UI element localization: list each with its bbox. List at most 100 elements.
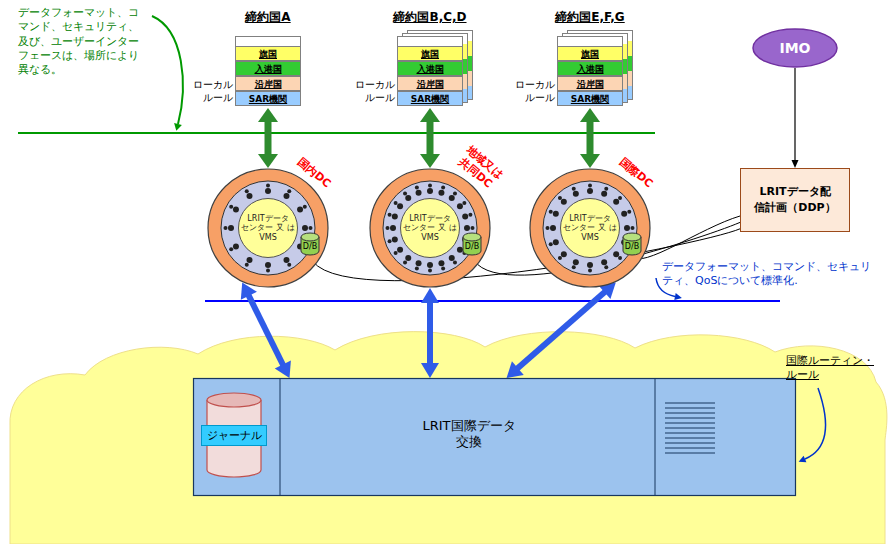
role-label: SAR機関 — [571, 93, 609, 105]
user-icon — [453, 192, 457, 196]
user-icon — [247, 257, 253, 263]
ddp-label: LRITデータ配 信計画（DDP） — [749, 184, 841, 217]
user-icon — [392, 214, 398, 220]
role-row: 入港国 — [397, 61, 463, 76]
blue-divider — [205, 300, 780, 302]
exchange-divider — [655, 378, 656, 496]
user-icon — [438, 190, 444, 196]
note-pointer-head — [174, 123, 182, 131]
routing-rule-label: 国際ルーティン・ルール — [786, 354, 878, 383]
user-icon — [287, 189, 291, 193]
user-icon — [587, 188, 593, 194]
user-icon — [245, 189, 249, 193]
user-icon — [441, 186, 445, 190]
arrow-head — [258, 154, 278, 168]
user-icon — [229, 247, 233, 251]
journal-cylinder: ジャーナル — [201, 392, 267, 478]
user-icon — [245, 263, 249, 267]
cloud-shape — [10, 332, 887, 544]
user-icon — [233, 244, 239, 250]
role-label: 沿岸国 — [255, 78, 282, 90]
user-ring — [543, 181, 637, 275]
data-centre: 国際DCLRITデータ センター 又 は VMSD/B — [529, 168, 651, 288]
arrow-head — [507, 361, 524, 378]
data-centre: 地域又は 共同DCLRITデータ センター 又 は VMSD/B — [369, 168, 491, 288]
routing-table-line — [665, 443, 715, 444]
user-icon — [573, 259, 579, 265]
user-icon — [588, 269, 592, 273]
role-label: SAR機関 — [249, 93, 287, 105]
db-label: D/B — [303, 242, 317, 252]
label-box: ローカル ルール — [351, 78, 395, 104]
connector — [421, 288, 439, 378]
user-icon — [428, 269, 432, 273]
core-label: LRITデータ センター 又 は VMS — [403, 214, 457, 243]
user-icon — [397, 203, 403, 209]
local-rule-label: ローカル ルール — [511, 78, 555, 104]
role-row: 沿岸国 — [557, 76, 623, 91]
user-icon — [438, 260, 444, 266]
routing-table-line — [665, 418, 715, 419]
user-icon — [621, 211, 627, 217]
imo-label: IMO — [779, 40, 810, 56]
core-label: LRITデータ センター 又 は VMS — [241, 214, 295, 243]
rule-pointer-head — [799, 456, 807, 462]
green-divider — [18, 132, 655, 134]
note-text: データフォーマット、コマンド、セキュリティ、及び、ユーザーインターフェースは、場… — [18, 6, 144, 77]
user-icon — [453, 260, 457, 264]
user-icon — [561, 199, 567, 205]
user-icon — [549, 242, 553, 246]
user-icon — [449, 195, 455, 201]
imo-outline — [753, 29, 837, 67]
user-icon — [309, 226, 313, 230]
role-row: 入港国 — [235, 61, 301, 76]
centre-outline — [530, 169, 650, 287]
user-icon — [618, 256, 622, 260]
user-icon — [457, 203, 463, 209]
exchange-divider — [280, 378, 281, 496]
routing-table-line — [665, 408, 715, 409]
arrow-head — [580, 154, 600, 168]
note-text: データフォーマット、コマンド、セキュリティ、QoSについて標準化. — [662, 260, 880, 288]
user-icon — [284, 193, 290, 199]
role-label: SAR機関 — [411, 93, 449, 105]
user-icon — [228, 225, 234, 231]
imo-ellipse: IMO — [752, 28, 838, 68]
arrow-head — [580, 108, 600, 122]
arrow-head — [421, 288, 439, 303]
role-row: 旗国 — [235, 46, 301, 61]
centre-outline — [370, 169, 490, 287]
party-heading: 締約国E,F,G — [542, 8, 638, 26]
user-icon — [613, 251, 619, 257]
centre-core: LRITデータ センター 又 は VMS — [560, 198, 620, 258]
exchange-label: LRIT国際データ 交換 — [413, 418, 525, 450]
user-icon — [618, 196, 622, 200]
database-cylinder: D/B — [622, 232, 642, 256]
routing-table-line — [665, 453, 715, 454]
arrow-shaft — [794, 68, 795, 162]
arrow-head — [420, 154, 440, 168]
user-icon — [287, 263, 291, 267]
user-icon — [613, 199, 619, 205]
arrow-head — [258, 108, 278, 122]
role-label: 沿岸国 — [417, 78, 444, 90]
user-icon — [265, 188, 271, 194]
user-icon — [550, 225, 556, 231]
arrow-shaft — [248, 293, 285, 367]
connector — [580, 108, 600, 168]
party-stack: 締約国B,C,D旗国入港国沿岸国SAR機関 — [382, 8, 478, 108]
user-icon — [284, 257, 290, 263]
user-icon — [386, 226, 390, 230]
party-heading: 締約国B,C,D — [382, 8, 478, 26]
arrow-head — [420, 108, 440, 122]
role-row: SAR機関 — [557, 91, 623, 106]
role-label: 沿岸国 — [577, 78, 604, 90]
user-icon — [558, 196, 562, 200]
user-icon — [572, 187, 576, 191]
user-icon — [265, 262, 271, 268]
connector — [241, 282, 291, 378]
role-label: 旗国 — [581, 48, 599, 60]
user-icon — [601, 191, 607, 197]
user-icon — [546, 226, 550, 230]
user-icon — [462, 201, 466, 205]
